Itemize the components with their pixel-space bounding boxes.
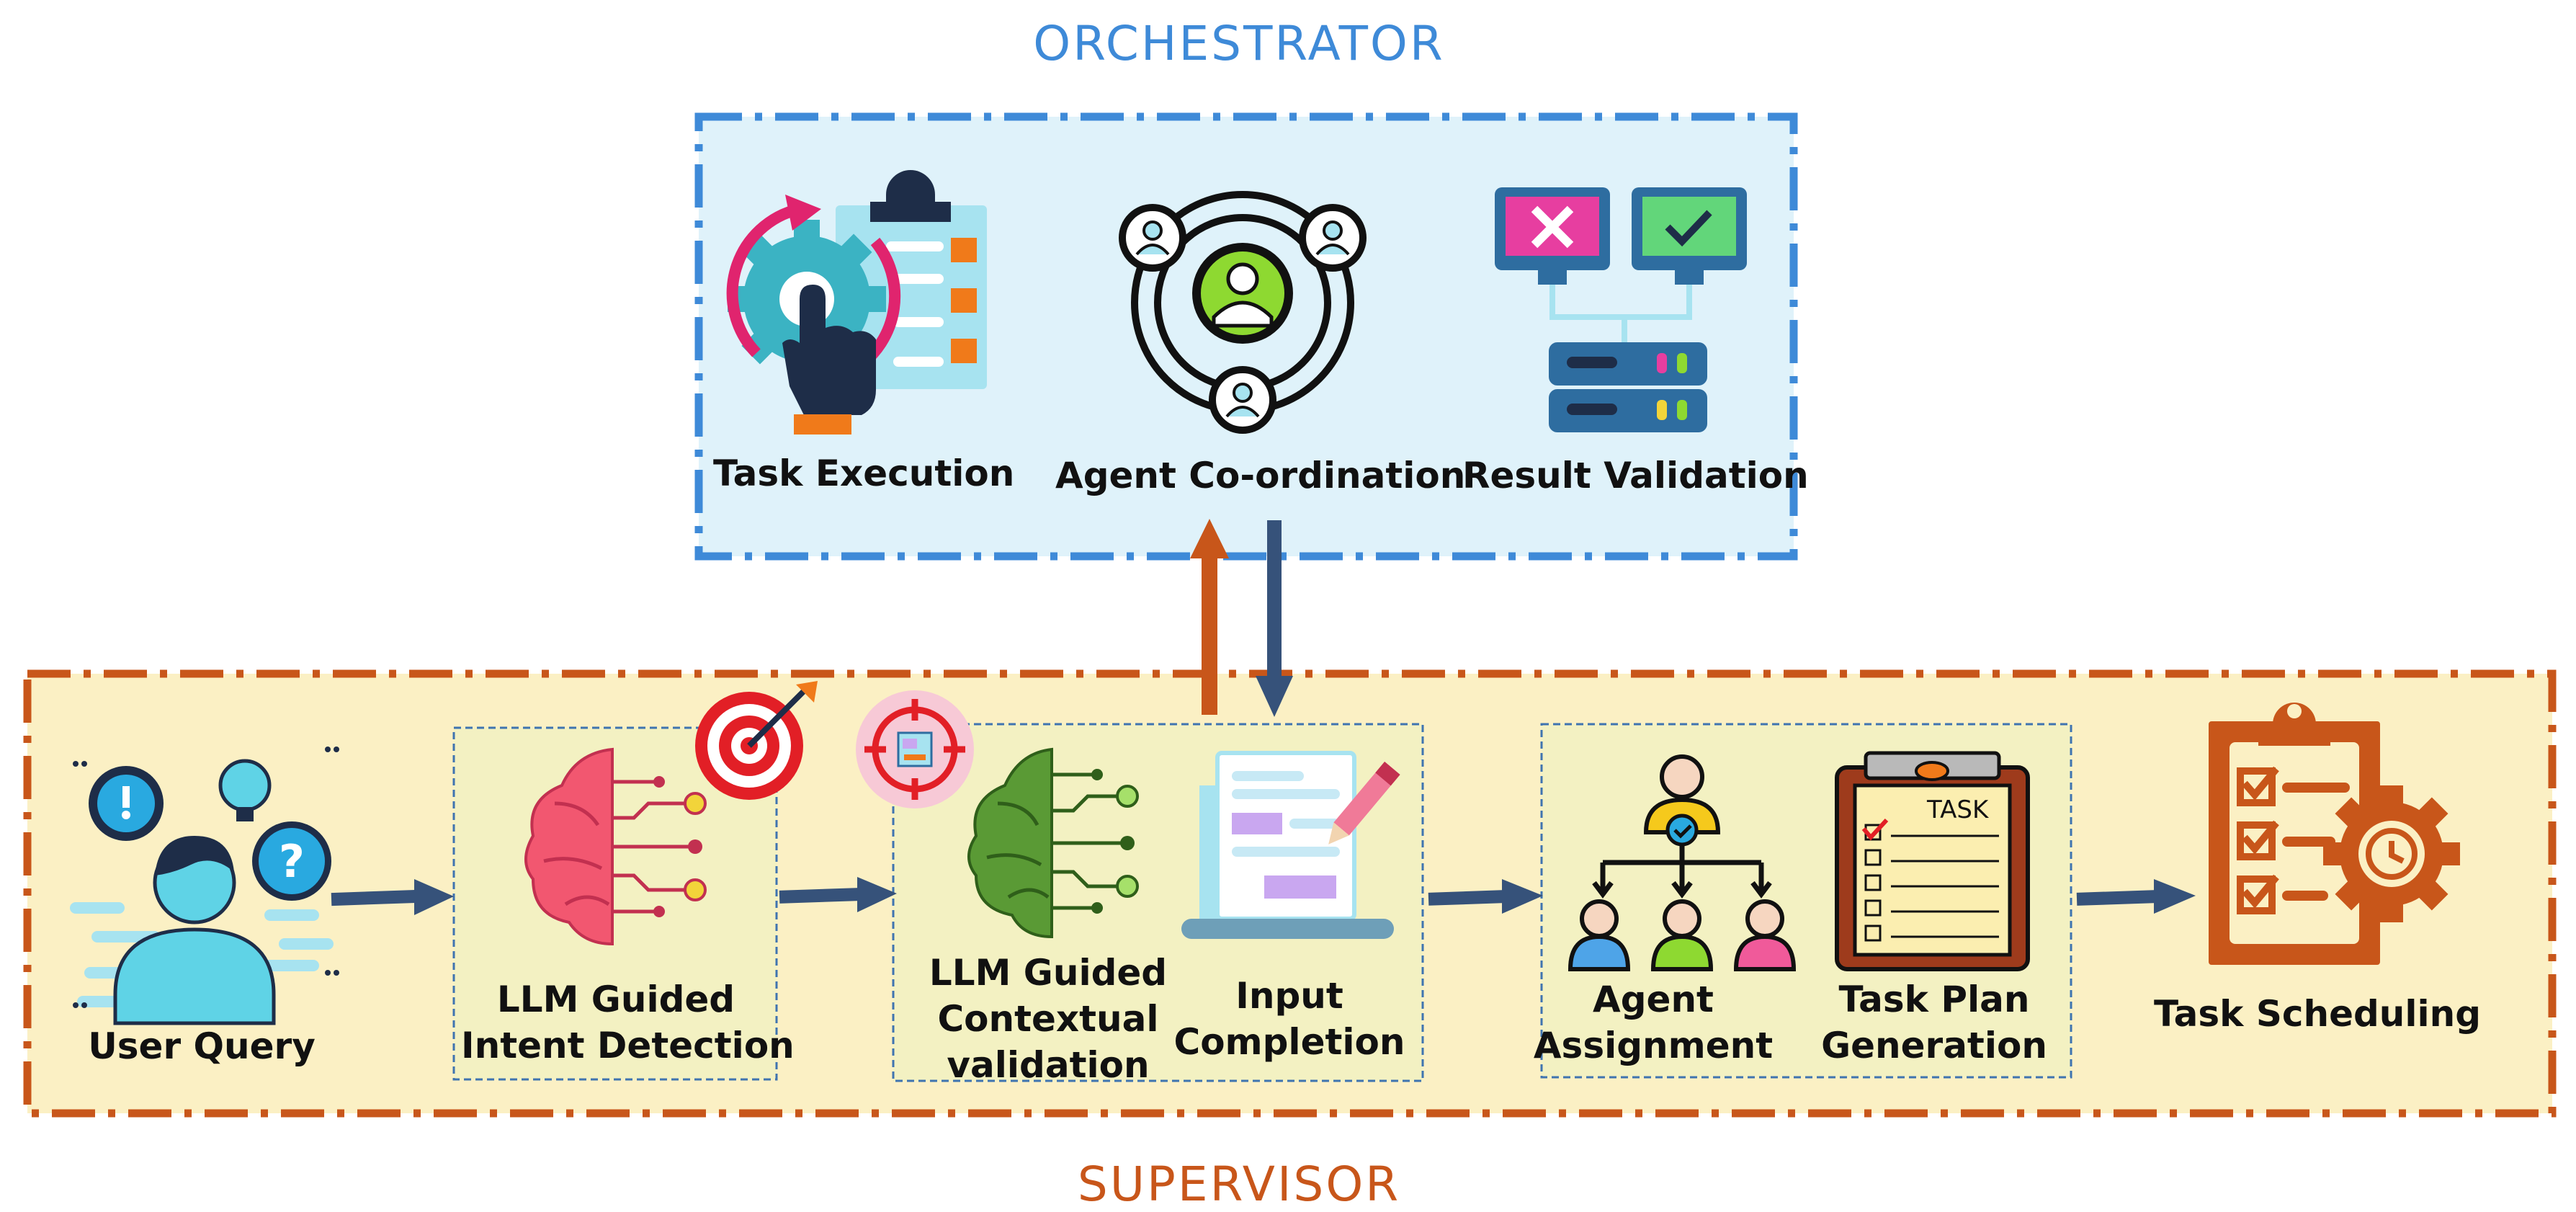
agent-assignment-label: Agent Assignment — [1527, 976, 1779, 1069]
task-execution-icon — [726, 170, 987, 435]
task-plan-line1: Task Plan — [1838, 979, 2030, 1020]
contextual-validation-line3: validation — [947, 1044, 1150, 1086]
task-scheduling-label: Task Scheduling — [2154, 993, 2482, 1035]
task-scheduling-icon — [2209, 703, 2460, 965]
intent-detection-label: LLM Guided Intent Detection — [461, 976, 795, 1069]
contextual-validation-line2: Contextual — [937, 998, 1159, 1040]
svg-text:?: ? — [279, 835, 305, 888]
flow-arrow-3 — [1428, 879, 1543, 914]
input-completion-label: Input Completion — [1167, 973, 1412, 1065]
document-pen-icon — [1181, 751, 1400, 939]
orchestrator-title: ORCHESTRATOR — [1033, 16, 1445, 71]
flow-arrow-4 — [2076, 879, 2196, 914]
supervisor-title: SUPERVISOR — [1077, 1157, 1401, 1212]
clipboard-task-text: TASK — [1926, 796, 1990, 824]
result-validation-label: Result Validation — [1462, 455, 1809, 496]
user-query-label: User Query — [88, 1025, 316, 1067]
contextual-validation-label: LLM Guided Contextual validation — [900, 950, 1196, 1088]
agent-coordination-icon — [1119, 191, 1367, 434]
agent-assignment-line2: Assignment — [1533, 1025, 1774, 1066]
user-query-icon: ? — [70, 747, 339, 1025]
target-icon — [695, 681, 818, 800]
agent-coordination-label: Agent Co-ordination — [1055, 455, 1466, 496]
brain-circuit-icon — [524, 747, 707, 946]
result-validation-icon — [1495, 187, 1747, 432]
flow-arrow-1 — [331, 879, 454, 915]
agent-assignment-line1: Agent — [1593, 979, 1714, 1020]
task-execution-label: Task Execution — [713, 453, 1015, 494]
intent-detection-line1: LLM Guided — [496, 979, 735, 1020]
contextual-validation-line1: LLM Guided — [929, 952, 1168, 994]
task-plan-line2: Generation — [1821, 1025, 2047, 1066]
crosshair-icon — [856, 690, 974, 808]
intent-detection-line2: Intent Detection — [461, 1025, 795, 1066]
task-clipboard-icon: TASK — [1835, 751, 2030, 971]
input-completion-line2: Completion — [1173, 1021, 1405, 1063]
task-plan-label: Task Plan Generation — [1808, 976, 2060, 1069]
down-arrow — [1256, 520, 1293, 717]
input-completion-line1: Input — [1235, 975, 1343, 1017]
flow-arrow-2 — [779, 877, 897, 912]
org-chart-icon — [1567, 754, 1797, 971]
up-arrow — [1190, 519, 1229, 715]
green-brain-circuit-icon — [967, 747, 1139, 939]
